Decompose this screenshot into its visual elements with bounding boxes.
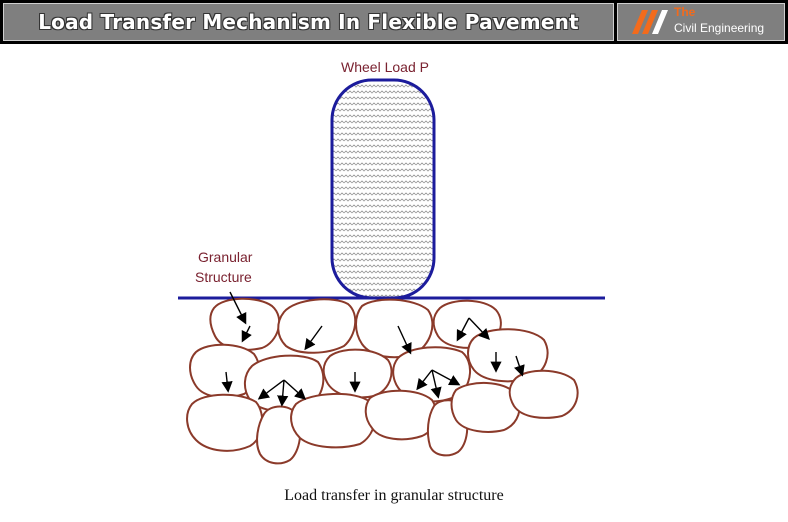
particle xyxy=(364,389,438,441)
load-arrow xyxy=(431,369,461,386)
particle xyxy=(186,393,264,452)
load-arrow xyxy=(416,369,433,391)
particle xyxy=(189,343,260,399)
logo-word-name: Civil Engineering xyxy=(674,21,765,35)
load-arrow xyxy=(456,317,470,342)
load-arrow xyxy=(257,379,285,400)
load-arrow xyxy=(277,379,289,407)
load-arrow xyxy=(514,355,525,377)
wheel-load-tire xyxy=(330,78,436,300)
load-arrow xyxy=(241,325,252,343)
label-pointer-arrow xyxy=(229,291,247,325)
particle xyxy=(508,369,579,419)
particle xyxy=(277,298,357,354)
logo-word-the: The xyxy=(674,5,696,19)
wheel-load-label: Wheel Load P xyxy=(341,59,429,75)
particle xyxy=(450,381,521,433)
header-bar: Load Transfer Mechanism In Flexible Pave… xyxy=(0,0,788,44)
load-arrow xyxy=(430,369,442,399)
particle xyxy=(290,393,376,449)
site-logo[interactable]: The Civil Engineering xyxy=(617,3,785,41)
diagram-caption: Load transfer in granular structure xyxy=(284,487,504,504)
striped-slash-logo-icon xyxy=(632,10,668,34)
particle xyxy=(322,348,393,399)
load-arrow xyxy=(221,371,233,393)
granular-label-line1: Granular xyxy=(198,249,253,265)
title-banner: Load Transfer Mechanism In Flexible Pave… xyxy=(3,3,614,41)
load-arrow xyxy=(468,317,490,341)
load-arrow xyxy=(283,379,307,400)
particle xyxy=(256,405,302,465)
particle xyxy=(209,297,281,351)
load-arrow xyxy=(397,325,412,355)
load-arrow xyxy=(304,325,323,351)
load-transfer-diagram: Wheel Load P Granular Structure xyxy=(178,59,605,465)
granular-label-line2: Structure xyxy=(195,269,252,285)
page-title: Load Transfer Mechanism In Flexible Pave… xyxy=(38,10,579,34)
